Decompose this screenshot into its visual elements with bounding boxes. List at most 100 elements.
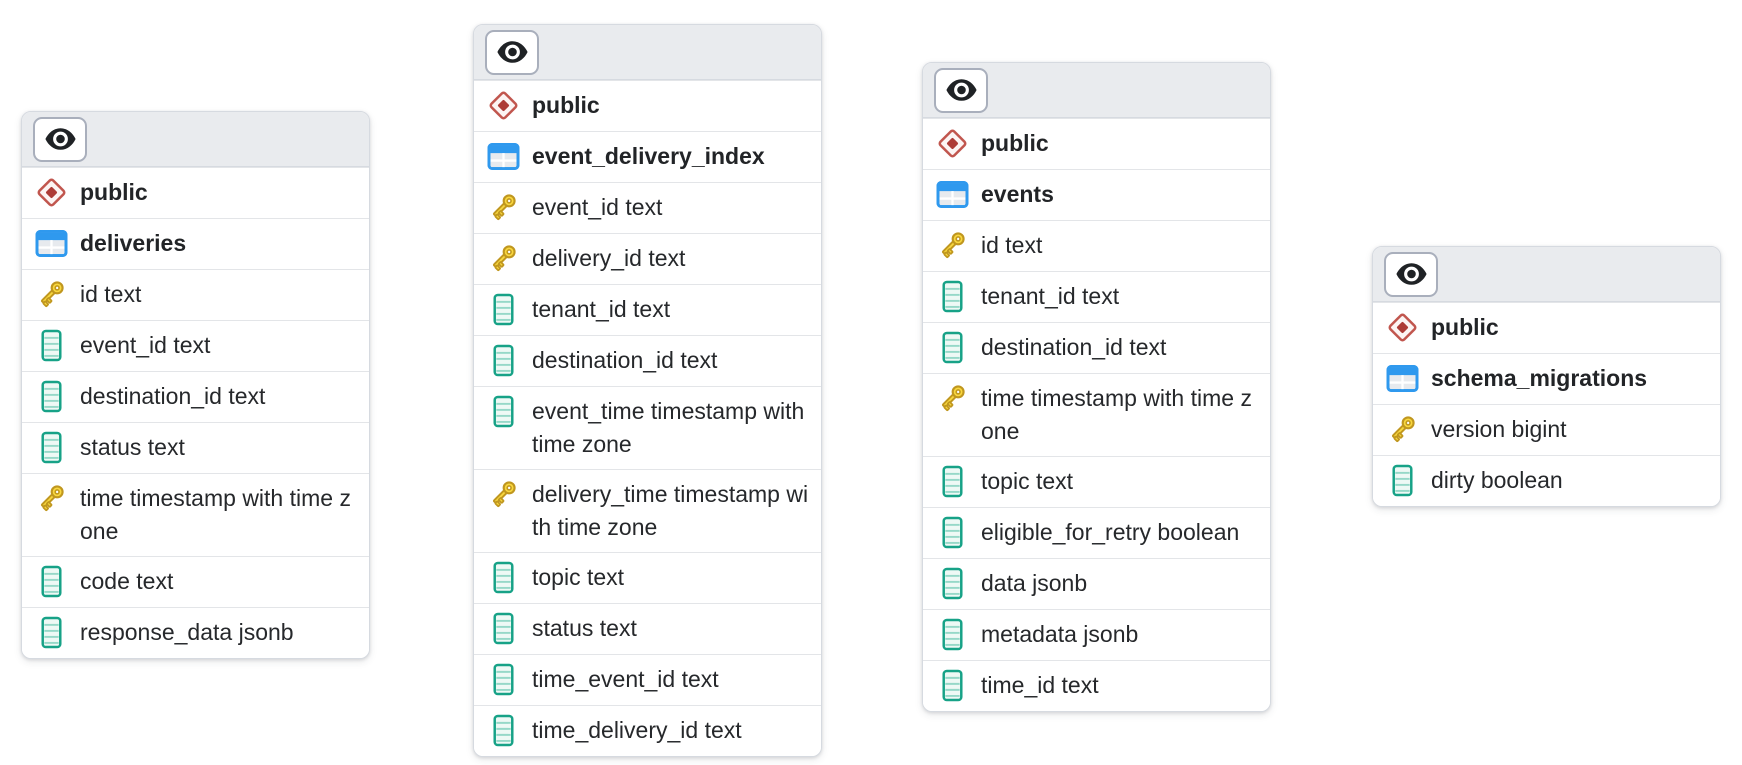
schema-row: public [1373, 302, 1720, 353]
column-type: jsonb [1032, 570, 1088, 596]
column-icon [492, 714, 514, 747]
column-name: eligible_for_retry [981, 519, 1152, 545]
column-name: metadata [981, 621, 1077, 647]
schema-row: public [923, 118, 1270, 169]
card-header[interactable] [923, 63, 1270, 118]
column-label: eligible_for_retry boolean [981, 508, 1270, 557]
schema-icon [1386, 311, 1419, 344]
column-row: destination_id text [22, 371, 369, 422]
card-header[interactable] [474, 25, 821, 80]
column-row: eligible_for_retry boolean [923, 507, 1270, 558]
column-type: timestamp with time zone [532, 481, 809, 540]
column-label: code text [80, 557, 369, 606]
column-row: data jsonb [923, 558, 1270, 609]
table-name-row: events [923, 169, 1270, 220]
key-icon [486, 241, 521, 276]
column-icon [492, 293, 514, 326]
column-row: time timestamp with time zone [22, 473, 369, 556]
column-label: dirty boolean [1431, 456, 1720, 505]
column-label: status text [80, 423, 369, 472]
column-row: id text [22, 269, 369, 320]
table-icon [487, 142, 520, 171]
column-type: text [1035, 468, 1074, 494]
visibility-toggle-button[interactable] [934, 67, 988, 113]
visibility-toggle-button[interactable] [33, 116, 87, 162]
column-type: text [136, 568, 174, 594]
eye-icon [44, 127, 77, 151]
column-type: text [586, 564, 625, 590]
column-type: timestamp with time zone [532, 398, 805, 457]
table-icon [1386, 364, 1419, 393]
column-label: metadata jsonb [981, 610, 1270, 659]
column-type: boolean [1157, 519, 1240, 545]
column-label: time_delivery_id text [532, 706, 821, 755]
table-icon [35, 229, 68, 258]
column-row: topic text [474, 552, 821, 603]
column-name: time [981, 385, 1025, 411]
column-type: text [704, 717, 742, 743]
column-label: time_id text [981, 661, 1270, 710]
column-label: destination_id text [981, 323, 1270, 372]
column-name: event_id [532, 194, 619, 220]
key-icon [935, 228, 970, 263]
schema-name: public [981, 130, 1049, 156]
schema-icon [35, 176, 68, 209]
column-type: timestamp with time zone [981, 385, 1252, 444]
column-name: data [981, 570, 1026, 596]
column-name: id [80, 281, 98, 307]
column-row: event_time timestamp with time zone [474, 386, 821, 469]
visibility-toggle-button[interactable] [1384, 251, 1438, 297]
column-row: version bigint [1373, 404, 1720, 455]
key-icon [486, 477, 521, 512]
column-type: text [681, 666, 719, 692]
column-row: destination_id text [923, 322, 1270, 373]
column-type: jsonb [238, 619, 294, 645]
column-type: text [228, 383, 266, 409]
key-icon [34, 277, 69, 312]
column-type: jsonb [1083, 621, 1139, 647]
table-name: event_delivery_index [532, 143, 765, 169]
card-header[interactable] [22, 112, 369, 167]
schema-icon [936, 127, 969, 160]
column-icon [1391, 464, 1413, 497]
column-label: event_time timestamp with time zone [532, 387, 821, 469]
column-icon [941, 567, 963, 600]
column-type: text [625, 194, 663, 220]
visibility-toggle-button[interactable] [485, 29, 539, 75]
column-icon [40, 431, 62, 464]
column-type: text [1005, 232, 1043, 258]
column-name: tenant_id [532, 296, 627, 322]
column-row: tenant_id text [923, 271, 1270, 322]
column-type: text [680, 347, 718, 373]
card-header[interactable] [1373, 247, 1720, 302]
column-label: time timestamp with time zone [80, 474, 369, 556]
column-icon [492, 612, 514, 645]
table-icon [936, 180, 969, 209]
column-name: delivery_time [532, 481, 668, 507]
column-name: version [1431, 416, 1506, 442]
column-name: id [981, 232, 999, 258]
column-row: tenant_id text [474, 284, 821, 335]
column-name: time_id [981, 672, 1056, 698]
column-icon [941, 669, 963, 702]
column-icon [40, 616, 62, 649]
column-name: time_delivery_id [532, 717, 699, 743]
column-row: id text [923, 220, 1270, 271]
column-type: text [1061, 672, 1099, 698]
column-row: delivery_time timestamp with time zone [474, 469, 821, 552]
column-row: topic text [923, 456, 1270, 507]
column-icon [492, 344, 514, 377]
key-icon [935, 381, 970, 416]
column-name: status [80, 434, 142, 460]
schema-name: public [80, 179, 148, 205]
eye-icon [945, 78, 978, 102]
column-label: version bigint [1431, 405, 1720, 454]
key-icon [34, 481, 69, 516]
column-type: text [147, 434, 185, 460]
column-label: data jsonb [981, 559, 1270, 608]
